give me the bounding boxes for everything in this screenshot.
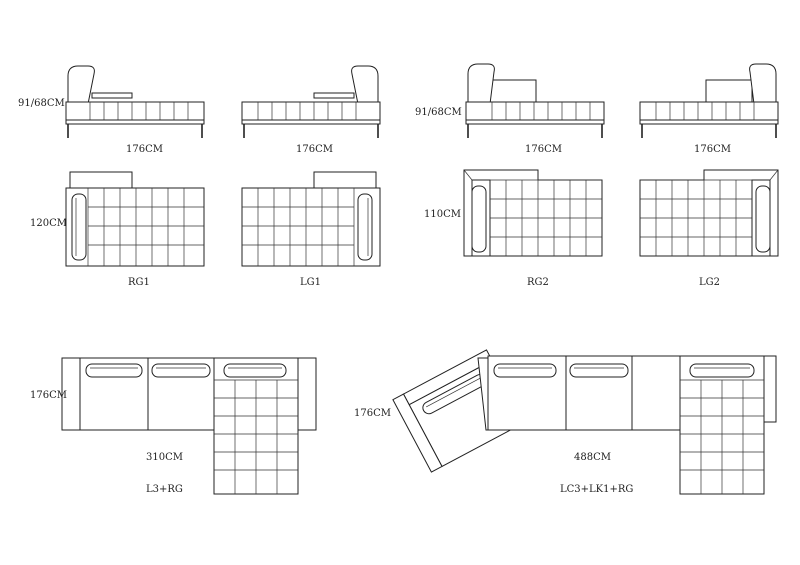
side-height-label-right: 91/68CM [415,107,462,118]
grid [490,179,602,256]
seat-tufting [89,102,189,120]
side-view-rg1 [65,65,205,138]
grid [640,179,752,256]
plan-view-lg1 [241,171,381,267]
chaise-grid [680,379,764,494]
plan-view-lc3-lk1-rg [392,349,777,495]
depth-label-g1: 120CM [30,218,67,229]
plan-view-rg2 [463,169,603,257]
width-label-rg1-side: 176CM [126,144,163,155]
grid [87,188,204,266]
name-label-lg2: LG2 [699,277,720,288]
chaise-grid [214,379,298,494]
width-label-l3: 310CM [146,452,183,463]
name-label-l3: L3+RG [146,484,183,495]
width-label-lc3: 488CM [574,452,611,463]
side-view-rg2 [465,63,605,138]
side-height-label-left: 91/68CM [18,98,65,109]
width-label-lg1-side: 176CM [296,144,333,155]
plan-view-rg1 [65,171,205,267]
name-label-lg1: LG1 [300,277,321,288]
name-label-rg2: RG2 [527,277,549,288]
name-label-rg1: RG1 [128,277,150,288]
width-label-rg2-side: 176CM [525,144,562,155]
seat-tufting [655,102,755,120]
seat-tufting [491,102,591,120]
side-view-lg2 [639,63,779,138]
seat-tufting [257,102,357,120]
grid [242,188,355,266]
depth-label-l3: 176CM [30,390,67,401]
width-label-lg2-side: 176CM [694,144,731,155]
depth-label-g2: 110CM [424,209,461,220]
depth-label-lc3: 176CM [354,408,391,419]
plan-view-lg2 [639,169,779,257]
side-view-lg1 [241,65,381,138]
name-label-lc3: LC3+LK1+RG [560,484,633,495]
plan-view-l3-rg [61,357,317,495]
